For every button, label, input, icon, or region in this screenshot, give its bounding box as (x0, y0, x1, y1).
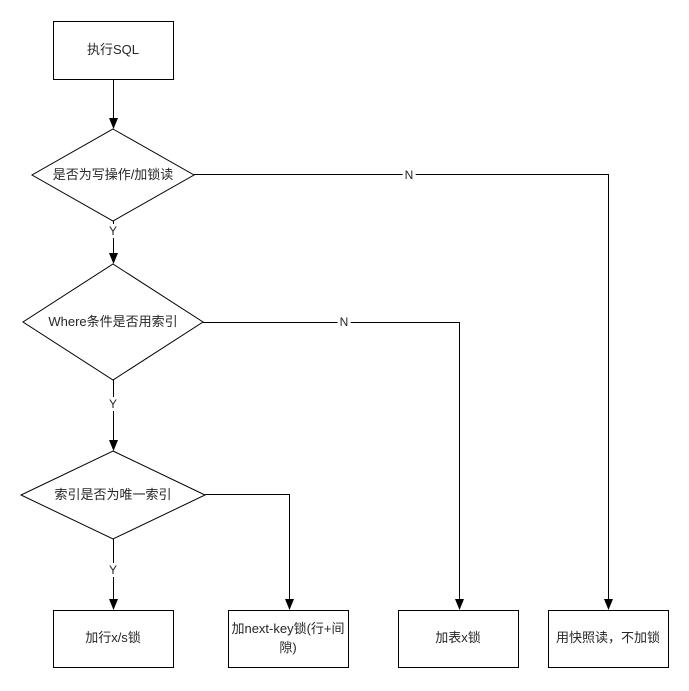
arrowhead-into-table-lock-box (455, 599, 464, 610)
arrowhead-into-where-index-decision (109, 253, 118, 264)
node-result-table-x-lock: 加表x锁 (398, 610, 518, 667)
node-decision-write-label: 是否为写操作/加锁读 (52, 166, 174, 182)
connector-index-no (203, 323, 460, 600)
node-result-row-xs-lock: 加行x/s锁 (53, 610, 173, 667)
node-decision-unique-index-label: 索引是否为唯一索引 (54, 486, 172, 502)
edge-label-write-no: N (402, 168, 416, 182)
arrowhead-into-snapshot-read-box (604, 599, 613, 610)
edge-label-index-yes: Y (106, 397, 120, 411)
node-start: 执行SQL (53, 21, 173, 79)
arrowhead-into-write-decision (109, 118, 118, 129)
arrowhead-into-row-lock-box (109, 599, 118, 610)
edge-label-index-no: N (337, 315, 351, 329)
node-result-table-x-lock-label: 加表x锁 (435, 630, 481, 646)
node-decision-where-index-label: Where条件是否用索引 (48, 313, 178, 329)
node-result-next-key-lock-label: 加next-key锁(行+间隙) (231, 620, 345, 655)
result-table-lock-box-outline (399, 611, 519, 668)
node-result-next-key-lock: 加next-key锁(行+间隙) (228, 610, 348, 667)
node-decision-write-or-locking-read: 是否为写操作/加锁读 (32, 129, 194, 221)
edge-label-unique-yes: Y (106, 563, 120, 577)
result-snapshot-read-box-outline (549, 611, 669, 668)
result-row-lock-box-outline (54, 611, 174, 668)
edge-label-write-yes: Y (106, 224, 120, 238)
result-next-key-lock-box-outline (229, 611, 349, 668)
node-decision-unique-index: 索引是否为唯一索引 (21, 451, 205, 539)
connector-unique-no (205, 495, 290, 600)
arrowhead-into-next-key-lock-box (285, 599, 294, 610)
connector-write-no (194, 175, 609, 600)
node-start-label: 执行SQL (86, 41, 139, 57)
node-result-row-xs-lock-label: 加行x/s锁 (85, 630, 141, 646)
node-result-snapshot-read: 用快照读，不加锁 (548, 610, 668, 667)
node-result-snapshot-read-label: 用快照读，不加锁 (555, 630, 660, 646)
arrowhead-into-unique-index-decision (109, 440, 118, 451)
node-decision-where-uses-index: Where条件是否用索引 (23, 264, 203, 380)
